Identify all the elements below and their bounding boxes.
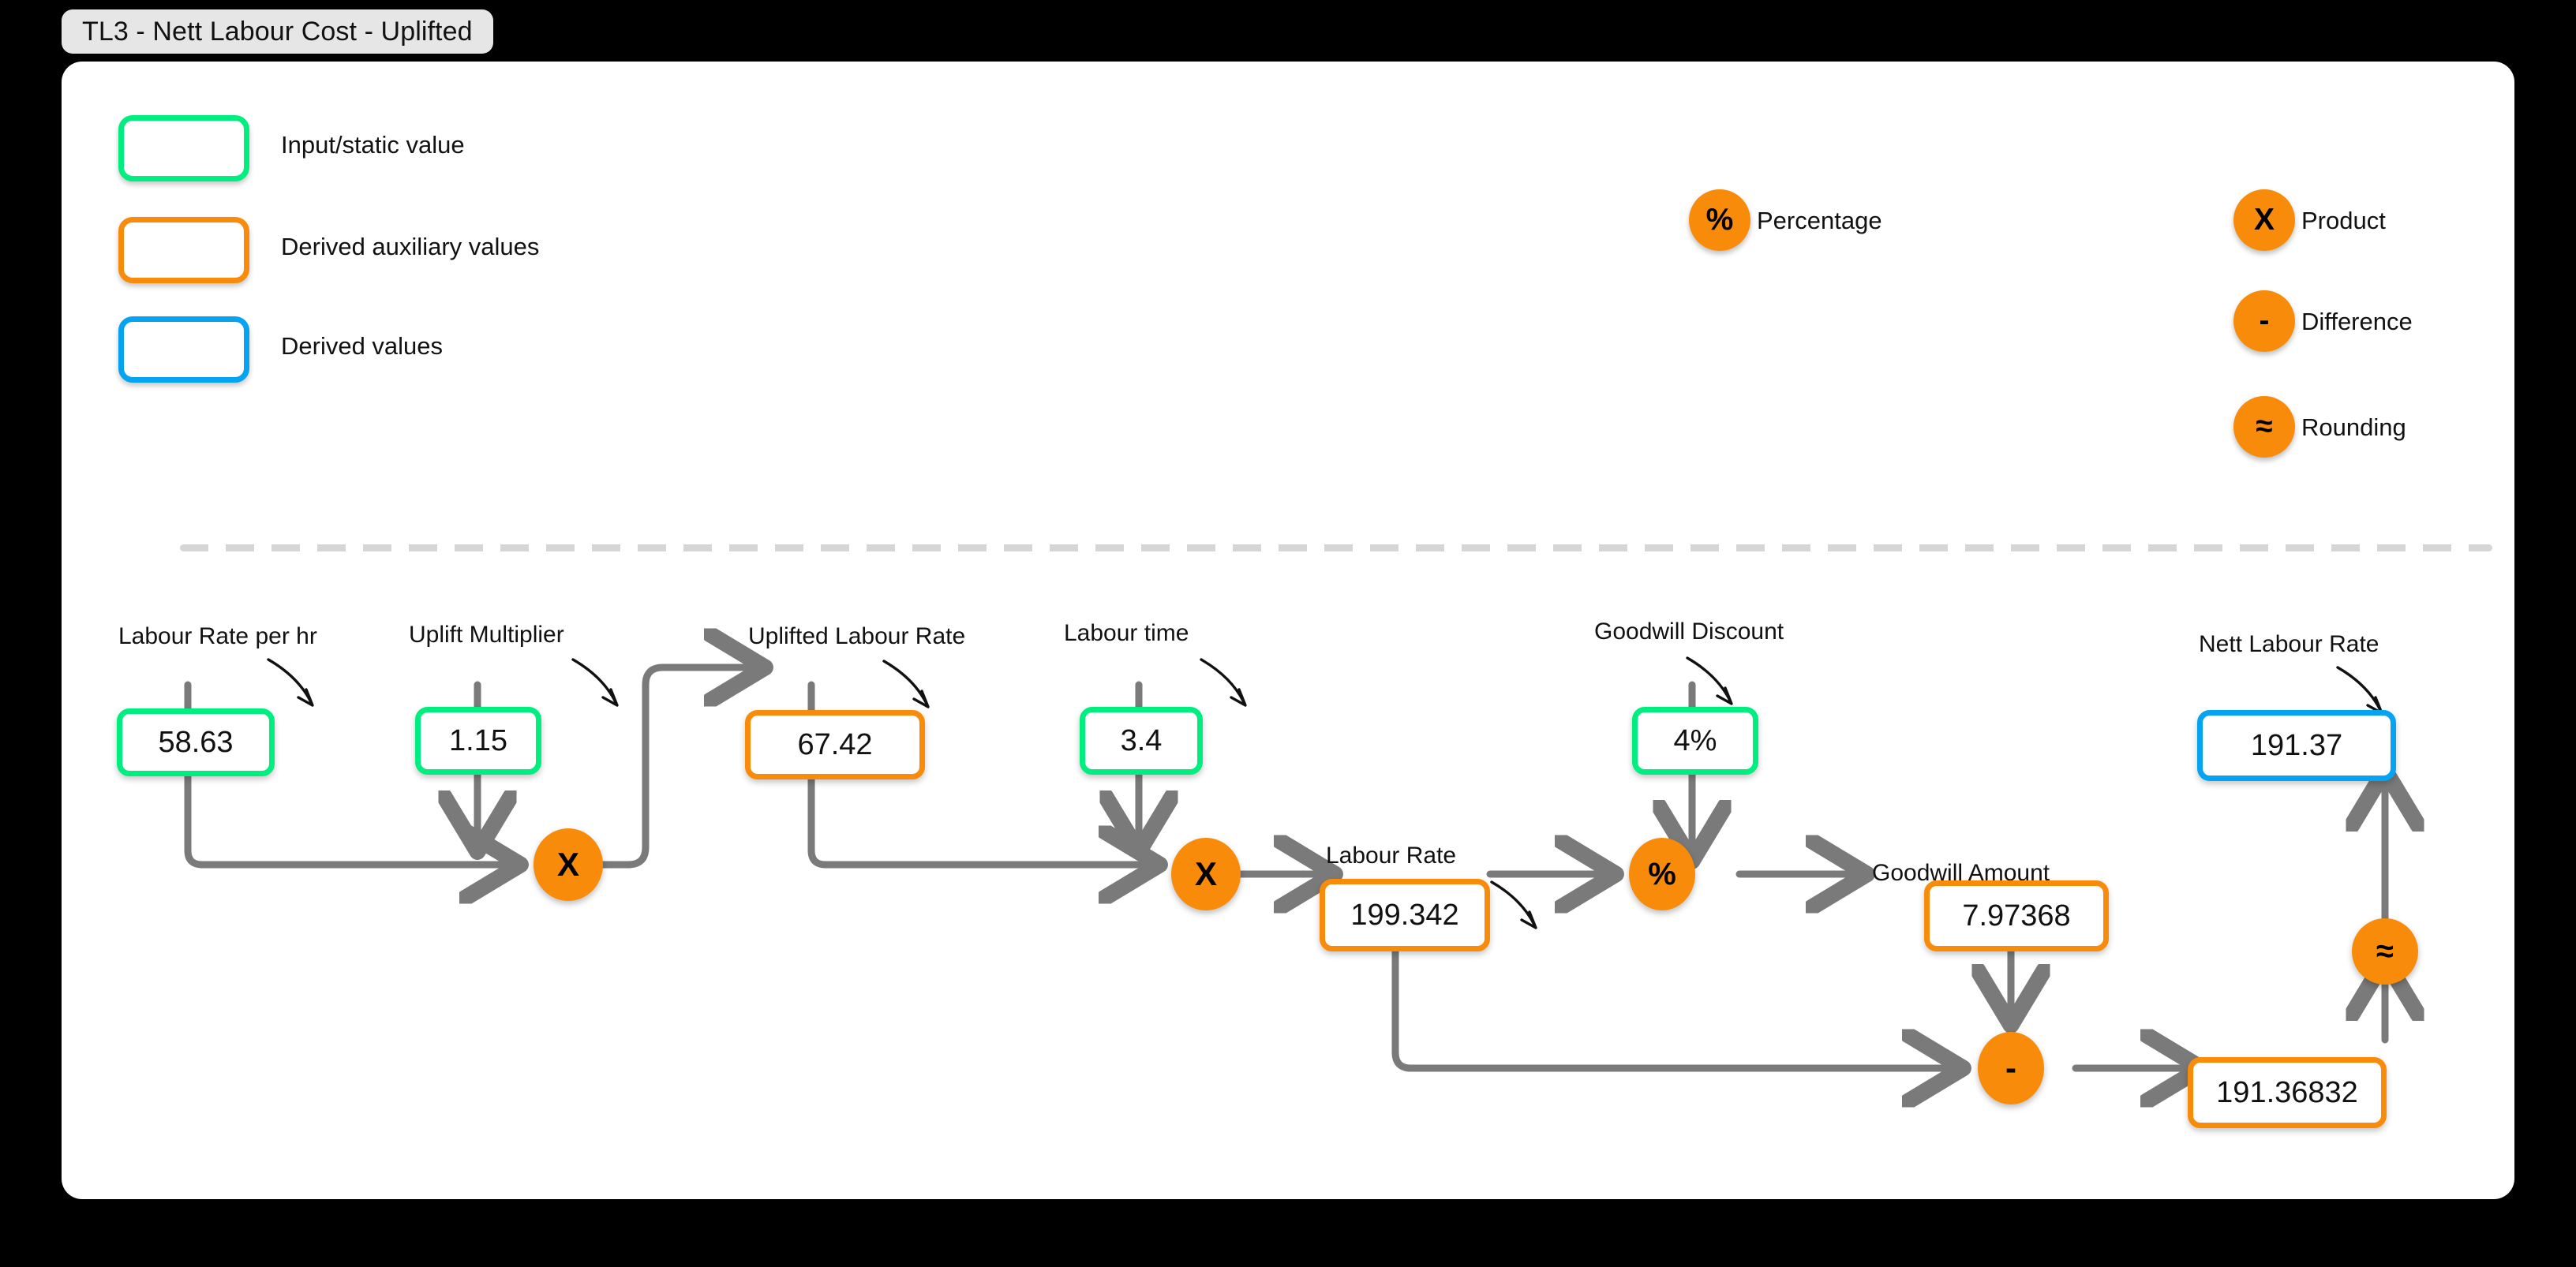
node-goodwill-discount[interactable]: 4% [1632,707,1758,775]
node-label-labour-time: Labour time [1064,620,1189,646]
legend-label-difference: Difference [2301,308,2413,335]
section-divider [180,544,2492,551]
multiply-glyph: X [1194,855,1217,892]
diagram-canvas: Input/static value Derived auxiliary val… [62,62,2514,1199]
node-value: 67.42 [797,727,873,761]
legend-label-input: Input/static value [281,131,465,159]
node-value: 3.4 [1120,723,1163,757]
legend-label-product: Product [2301,207,2386,234]
legend-label-aux: Derived auxiliary values [281,233,540,260]
node-uplift-multiplier[interactable]: 1.15 [415,707,541,775]
node-label-uplifted-labour-rate: Uplifted Labour Rate [748,623,966,649]
node-value: 199.342 [1350,898,1459,932]
legend-label-derived: Derived values [281,332,444,360]
approx-glyph: ≈ [2256,409,2273,443]
minus-glyph: - [2259,304,2270,338]
minus-glyph: - [2005,1049,2016,1086]
multiply-glyph: X [2253,203,2275,237]
node-labour-rate-per-hr[interactable]: 58.63 [117,708,275,776]
minus-icon: - [2233,290,2295,352]
legend-label-rounding: Rounding [2301,413,2406,441]
node-label-labour-rate-per-hr: Labour Rate per hr [118,623,317,649]
node-value: 4% [1673,723,1717,757]
node-uplifted-labour-rate[interactable]: 67.42 [745,710,925,779]
multiply-icon: X [2233,189,2295,251]
legend-swatch-input [118,115,249,181]
operator-multiply-1[interactable]: X [534,828,603,901]
node-value: 191.36832 [2216,1075,2358,1109]
node-label-goodwill-discount: Goodwill Discount [1594,619,1784,645]
operator-minus[interactable]: - [1978,1032,2044,1104]
node-labour-time[interactable]: 3.4 [1080,707,1203,775]
legend-swatch-derived [118,316,249,383]
operator-multiply-2[interactable]: X [1171,838,1241,910]
node-value: 191.37 [2250,728,2343,762]
percent-icon: % [1689,189,1750,251]
percent-glyph: % [1705,203,1734,237]
node-goodwill-amount[interactable]: 7.97368 [1924,880,2109,951]
node-nett-unrounded[interactable]: 191.36832 [2188,1057,2387,1128]
multiply-glyph: X [556,846,579,883]
page-title: TL3 - Nett Labour Cost - Uplifted [82,16,473,47]
node-label-labour-rate: Labour Rate [1326,843,1457,869]
node-value: 58.63 [158,725,234,759]
node-nett-labour-rate[interactable]: 191.37 [2197,710,2396,781]
diagram-title-pill: TL3 - Nett Labour Cost - Uplifted [62,9,493,54]
node-value: 1.15 [449,723,507,757]
percent-glyph: % [1648,856,1676,891]
operator-percent[interactable]: % [1629,838,1695,910]
legend-swatch-aux [118,217,249,283]
node-labour-rate[interactable]: 199.342 [1320,879,1490,951]
node-label-nett-labour-rate: Nett Labour Rate [2199,631,2379,657]
approx-glyph: ≈ [2376,933,2394,969]
legend-label-percentage: Percentage [1757,207,1882,234]
approx-icon: ≈ [2233,396,2295,458]
node-label-uplift-multiplier: Uplift Multiplier [409,622,564,648]
node-value: 7.97368 [1962,899,2071,932]
operator-round[interactable]: ≈ [2352,918,2418,985]
